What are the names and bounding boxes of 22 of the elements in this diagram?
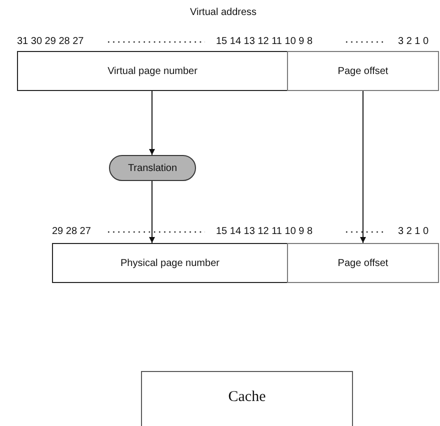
process-pill <box>109 155 196 181</box>
field-box <box>287 243 439 283</box>
bit-numbers: 15 14 13 12 11 10 9 8 <box>216 36 313 48</box>
bit-numbers: 15 14 13 12 11 10 9 8 <box>216 226 313 238</box>
diagram-title: Virtual address <box>190 7 257 19</box>
node-label: Virtual page number <box>108 66 198 76</box>
bit-numbers: 3 2 1 0 <box>398 226 429 238</box>
field-box <box>287 51 439 91</box>
field-box <box>52 243 288 283</box>
node-label: Translation <box>128 162 178 174</box>
arrow <box>149 180 155 244</box>
arrow <box>149 90 155 156</box>
node-label: Page offset <box>338 258 388 268</box>
arrow <box>360 90 366 244</box>
bit-numbers: 3 2 1 0 <box>398 36 429 48</box>
bit-numbers: 29 28 27 <box>52 226 91 238</box>
node-label: Page offset <box>338 66 388 76</box>
node-label: Cache <box>228 389 266 406</box>
node-label: Physical page number <box>120 258 220 268</box>
cache-box <box>141 371 353 426</box>
bit-numbers: 31 30 29 28 27 <box>17 36 84 48</box>
field-box <box>17 51 288 91</box>
